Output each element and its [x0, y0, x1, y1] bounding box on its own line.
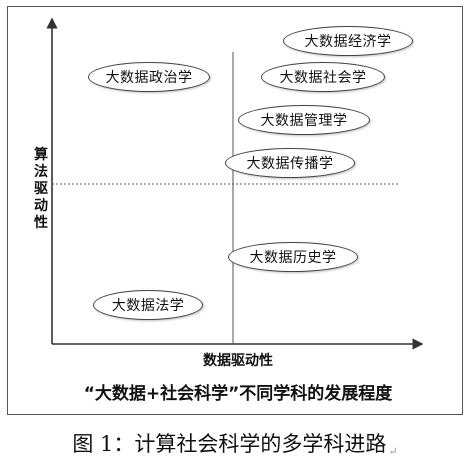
x-axis-label: 数据驱动性 [203, 353, 273, 369]
node-history: 大数据历史学 [228, 242, 358, 272]
node-sociology: 大数据社会学 [261, 62, 385, 92]
quadrant-axes [46, 17, 424, 350]
node-label: 大数据经济学 [304, 34, 392, 50]
node-law: 大数据法学 [93, 290, 203, 320]
node-label: 大数据政治学 [105, 70, 193, 86]
node-label: 大数据历史学 [249, 250, 337, 266]
node-label: 大数据社会学 [279, 70, 367, 86]
node-communication: 大数据传播学 [225, 148, 355, 178]
figure-caption: 图 1：计算社会科学的多学科进路↵ [0, 428, 470, 458]
diagram-subtitle: “大数据+社会科学”不同学科的发展程度 [83, 384, 393, 404]
node-management: 大数据管理学 [238, 105, 370, 135]
node-label: 大数据传播学 [246, 156, 334, 172]
caption-text: 图 1：计算社会科学的多学科进路 [72, 432, 387, 456]
node-politics: 大数据政治学 [88, 62, 210, 92]
node-label: 大数据管理学 [260, 113, 348, 129]
y-axis-label: 算法驱动性 [34, 147, 48, 231]
node-economics: 大数据经济学 [283, 26, 413, 56]
diagram-frame: 算法驱动性 大数据经济学 大数据政治学 大数据社会学 大数据管理学 大数据传播学… [7, 6, 463, 415]
node-label: 大数据法学 [111, 298, 185, 314]
paragraph-mark-icon: ↵ [388, 445, 398, 458]
